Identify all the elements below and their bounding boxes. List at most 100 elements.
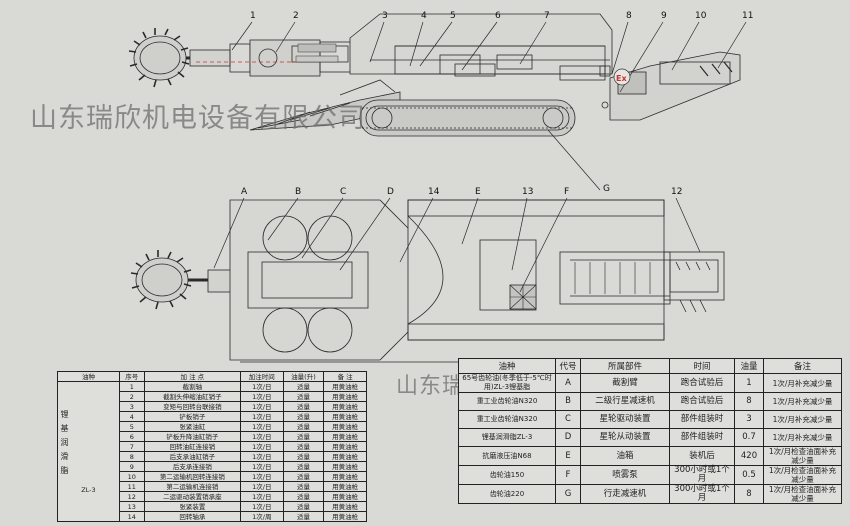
callout-7: 7 <box>544 11 550 21</box>
point-cell: 回转轴承 <box>143 511 241 522</box>
qty-cell: 适量 <box>282 451 325 462</box>
callout-4: 4 <box>421 11 427 21</box>
note-cell: 用黄油枪 <box>323 421 367 432</box>
remark-cell: 1次/月补充减少量 <box>763 428 842 447</box>
time-cell: 300小时或1个月 <box>669 465 735 485</box>
qty-cell: 适量 <box>282 511 325 522</box>
point-cell: 后支承连接销 <box>143 461 241 472</box>
part-cell: 二级行星减速机 <box>580 392 670 411</box>
callout-14: 14 <box>428 187 440 197</box>
qty-cell: 适量 <box>282 421 325 432</box>
callout-8: 8 <box>626 11 632 21</box>
point-cell: 第二运输机连接销 <box>143 481 241 492</box>
time-cell: 部件组装时 <box>669 428 735 447</box>
qty-cell: 适量 <box>282 501 325 512</box>
code-cell: F <box>555 465 581 485</box>
qty-cell: 适量 <box>282 491 325 502</box>
time-cell: 1次/日 <box>239 491 284 502</box>
part-cell: 行走减速机 <box>580 484 670 504</box>
side-loading-apron <box>249 79 401 131</box>
oil-cell: 齿轮油150 <box>458 465 556 485</box>
amount-cell: 8 <box>734 484 764 504</box>
time-cell: 1次/日 <box>239 421 284 432</box>
time-cell: 1次/日 <box>239 431 284 442</box>
cab-text: Ex <box>616 74 627 83</box>
remark-cell: 1次/月补充减少量 <box>763 392 842 411</box>
amount-cell: 0.7 <box>734 428 764 447</box>
oil-table-header: 油种 代号 所属部件 时间 油量 备注 <box>458 358 842 374</box>
note-cell: 用黄油枪 <box>323 511 367 522</box>
qty-cell: 适量 <box>282 481 325 492</box>
plan-rear-conveyor <box>663 251 725 313</box>
oil-cell: 重工业齿轮油N320 <box>458 392 556 411</box>
point-cell: 回转油缸连接销 <box>143 441 241 452</box>
remark-cell: 1次/月补充减少量 <box>763 373 842 393</box>
callout-12: 12 <box>671 187 683 197</box>
time-cell: 1次/日 <box>239 381 284 392</box>
seq-cell: 12 <box>118 491 145 502</box>
part-cell: 喷雾泵 <box>580 465 670 485</box>
part-cell: 截割臂 <box>580 373 670 393</box>
time-cell: 跑合试验后 <box>669 392 735 411</box>
oil-type-code: ZL-3 <box>81 485 96 494</box>
callout-2: 2 <box>293 11 299 21</box>
code-cell: A <box>555 373 581 393</box>
seq-cell: 8 <box>118 451 145 462</box>
amount-cell: 3 <box>734 410 764 429</box>
time-cell: 跑合试验后 <box>669 373 735 393</box>
part-cell: 星轮从动装置 <box>580 428 670 447</box>
note-cell: 用黄油枪 <box>323 471 367 482</box>
point-cell: 截割轴 <box>143 381 241 392</box>
header-time: 时间 <box>669 358 735 374</box>
side-view <box>128 13 741 137</box>
oil-cell: 65号齿轮油(冬季低于-5℃时用)ZL-3锂基脂 <box>458 373 556 393</box>
header-oil-type: 油种 <box>57 371 120 382</box>
code-cell: C <box>555 410 581 429</box>
callout-d: D <box>387 187 394 197</box>
seq-cell: 4 <box>118 411 145 422</box>
note-cell: 用黄油枪 <box>323 381 367 392</box>
note-cell: 用黄油枪 <box>323 461 367 472</box>
callout-b: B <box>295 187 302 197</box>
seq-cell: 11 <box>118 481 145 492</box>
time-cell: 1次/日 <box>239 481 284 492</box>
remark-cell: 1次/月补充减少量 <box>763 410 842 429</box>
header-oil: 油种 <box>458 358 556 374</box>
seq-cell: 5 <box>118 421 145 432</box>
side-cutting-head <box>128 28 230 88</box>
note-cell: 用黄油枪 <box>323 441 367 452</box>
seq-cell: 14 <box>118 511 145 522</box>
oil-cell: 重工业齿轮油N320 <box>458 410 556 429</box>
time-cell: 1次/日 <box>239 451 284 462</box>
time-cell: 1次/日 <box>239 471 284 482</box>
qty-cell: 适量 <box>282 391 325 402</box>
plan-main-frame <box>407 199 671 341</box>
callout-a: A <box>241 187 248 197</box>
header-qty: 油量(升) <box>282 371 325 382</box>
header-remark: 备注 <box>763 358 842 374</box>
note-cell: 用黄油枪 <box>323 401 367 412</box>
amount-cell: 8 <box>734 392 764 411</box>
callout-10: 10 <box>695 11 707 21</box>
callout-11: 11 <box>742 11 754 21</box>
seq-cell: 13 <box>118 501 145 512</box>
time-cell: 装机后 <box>669 446 735 466</box>
seq-cell: 6 <box>118 431 145 442</box>
header-time: 加注时间 <box>239 371 284 382</box>
callout-6: 6 <box>495 11 501 21</box>
callout-e: E <box>475 187 481 197</box>
top-callout-leaders <box>231 21 747 191</box>
amount-cell: 420 <box>734 446 764 466</box>
part-cell: 油箱 <box>580 446 670 466</box>
plan-view <box>130 199 725 363</box>
